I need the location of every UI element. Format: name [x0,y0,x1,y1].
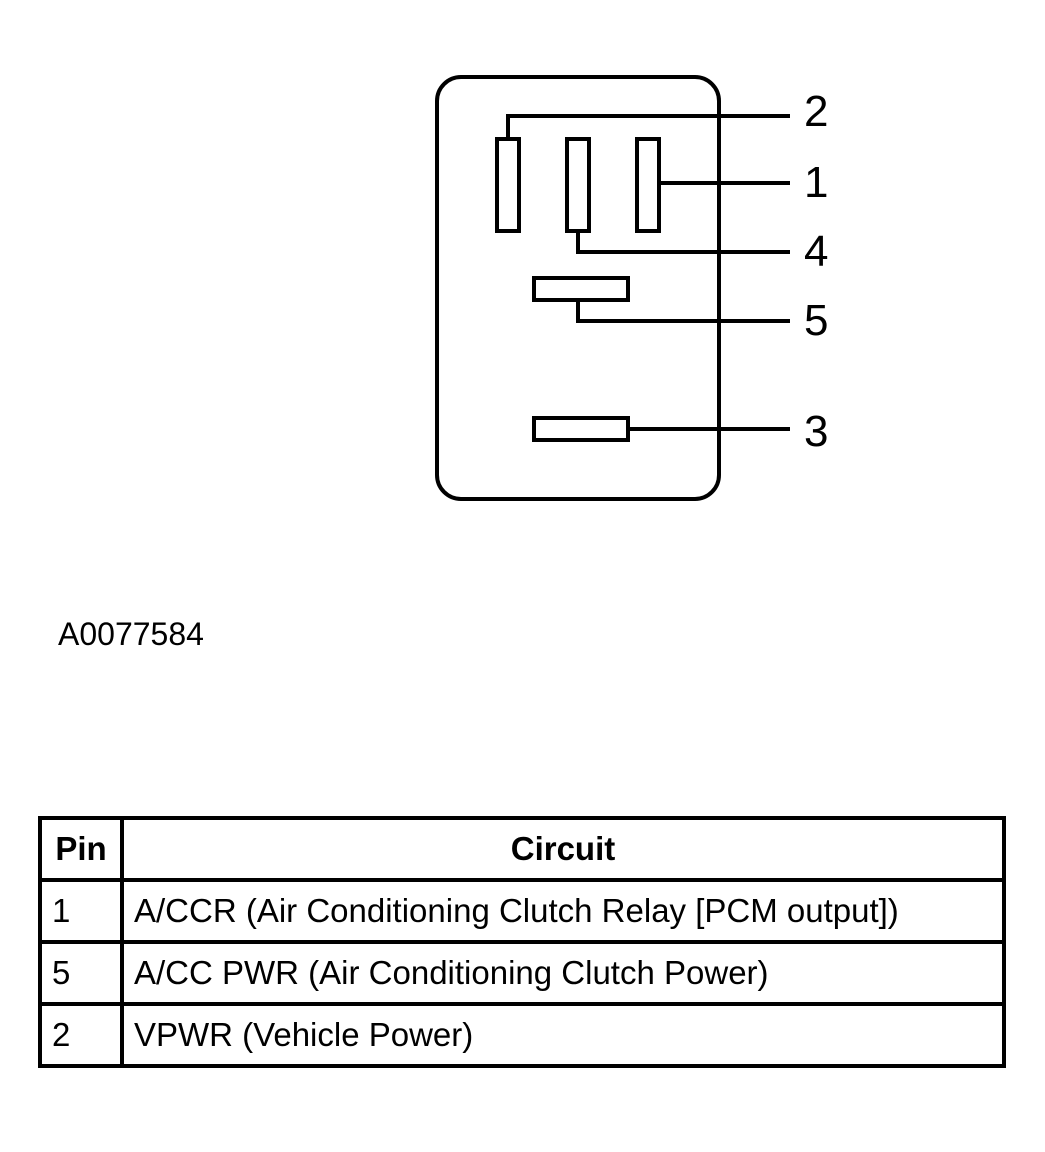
connector-housing [435,75,721,501]
terminal-pin-4 [565,137,591,233]
terminal-pin-5 [532,276,630,302]
terminal-pin-1 [635,137,661,233]
pin-label-1: 1 [804,158,828,207]
header-pin: Pin [38,816,124,882]
pin-label-3: 3 [804,407,828,456]
terminal-pin-3 [532,416,630,442]
table-row: 5 A/CC PWR (Air Conditioning Clutch Powe… [38,940,1006,1006]
pin-circuit-table: Pin Circuit 1 A/CCR (Air Conditioning Cl… [38,816,1006,1068]
table-header-row: Pin Circuit [38,816,1006,882]
cell-circuit: VPWR (Vehicle Power) [120,1002,1006,1068]
leader-line-pin-2 [506,114,790,139]
cell-pin: 2 [38,1002,124,1068]
table-row: 2 VPWR (Vehicle Power) [38,1002,1006,1068]
cell-pin: 1 [38,878,124,944]
cell-circuit: A/CCR (Air Conditioning Clutch Relay [PC… [120,878,1006,944]
pin-label-2: 2 [804,87,828,136]
figure-id: A0077584 [58,616,204,652]
cell-pin: 5 [38,940,124,1006]
pin-label-5: 5 [804,296,828,345]
terminal-pin-2 [495,137,521,233]
leader-line-pin-5 [576,300,790,323]
leader-line-pin-4 [576,231,790,254]
header-circuit: Circuit [120,816,1006,882]
connector-diagram: 2 1 4 5 3 [435,75,828,501]
cell-circuit: A/CC PWR (Air Conditioning Clutch Power) [120,940,1006,1006]
pin-label-4: 4 [804,227,828,276]
table-row: 1 A/CCR (Air Conditioning Clutch Relay [… [38,878,1006,944]
